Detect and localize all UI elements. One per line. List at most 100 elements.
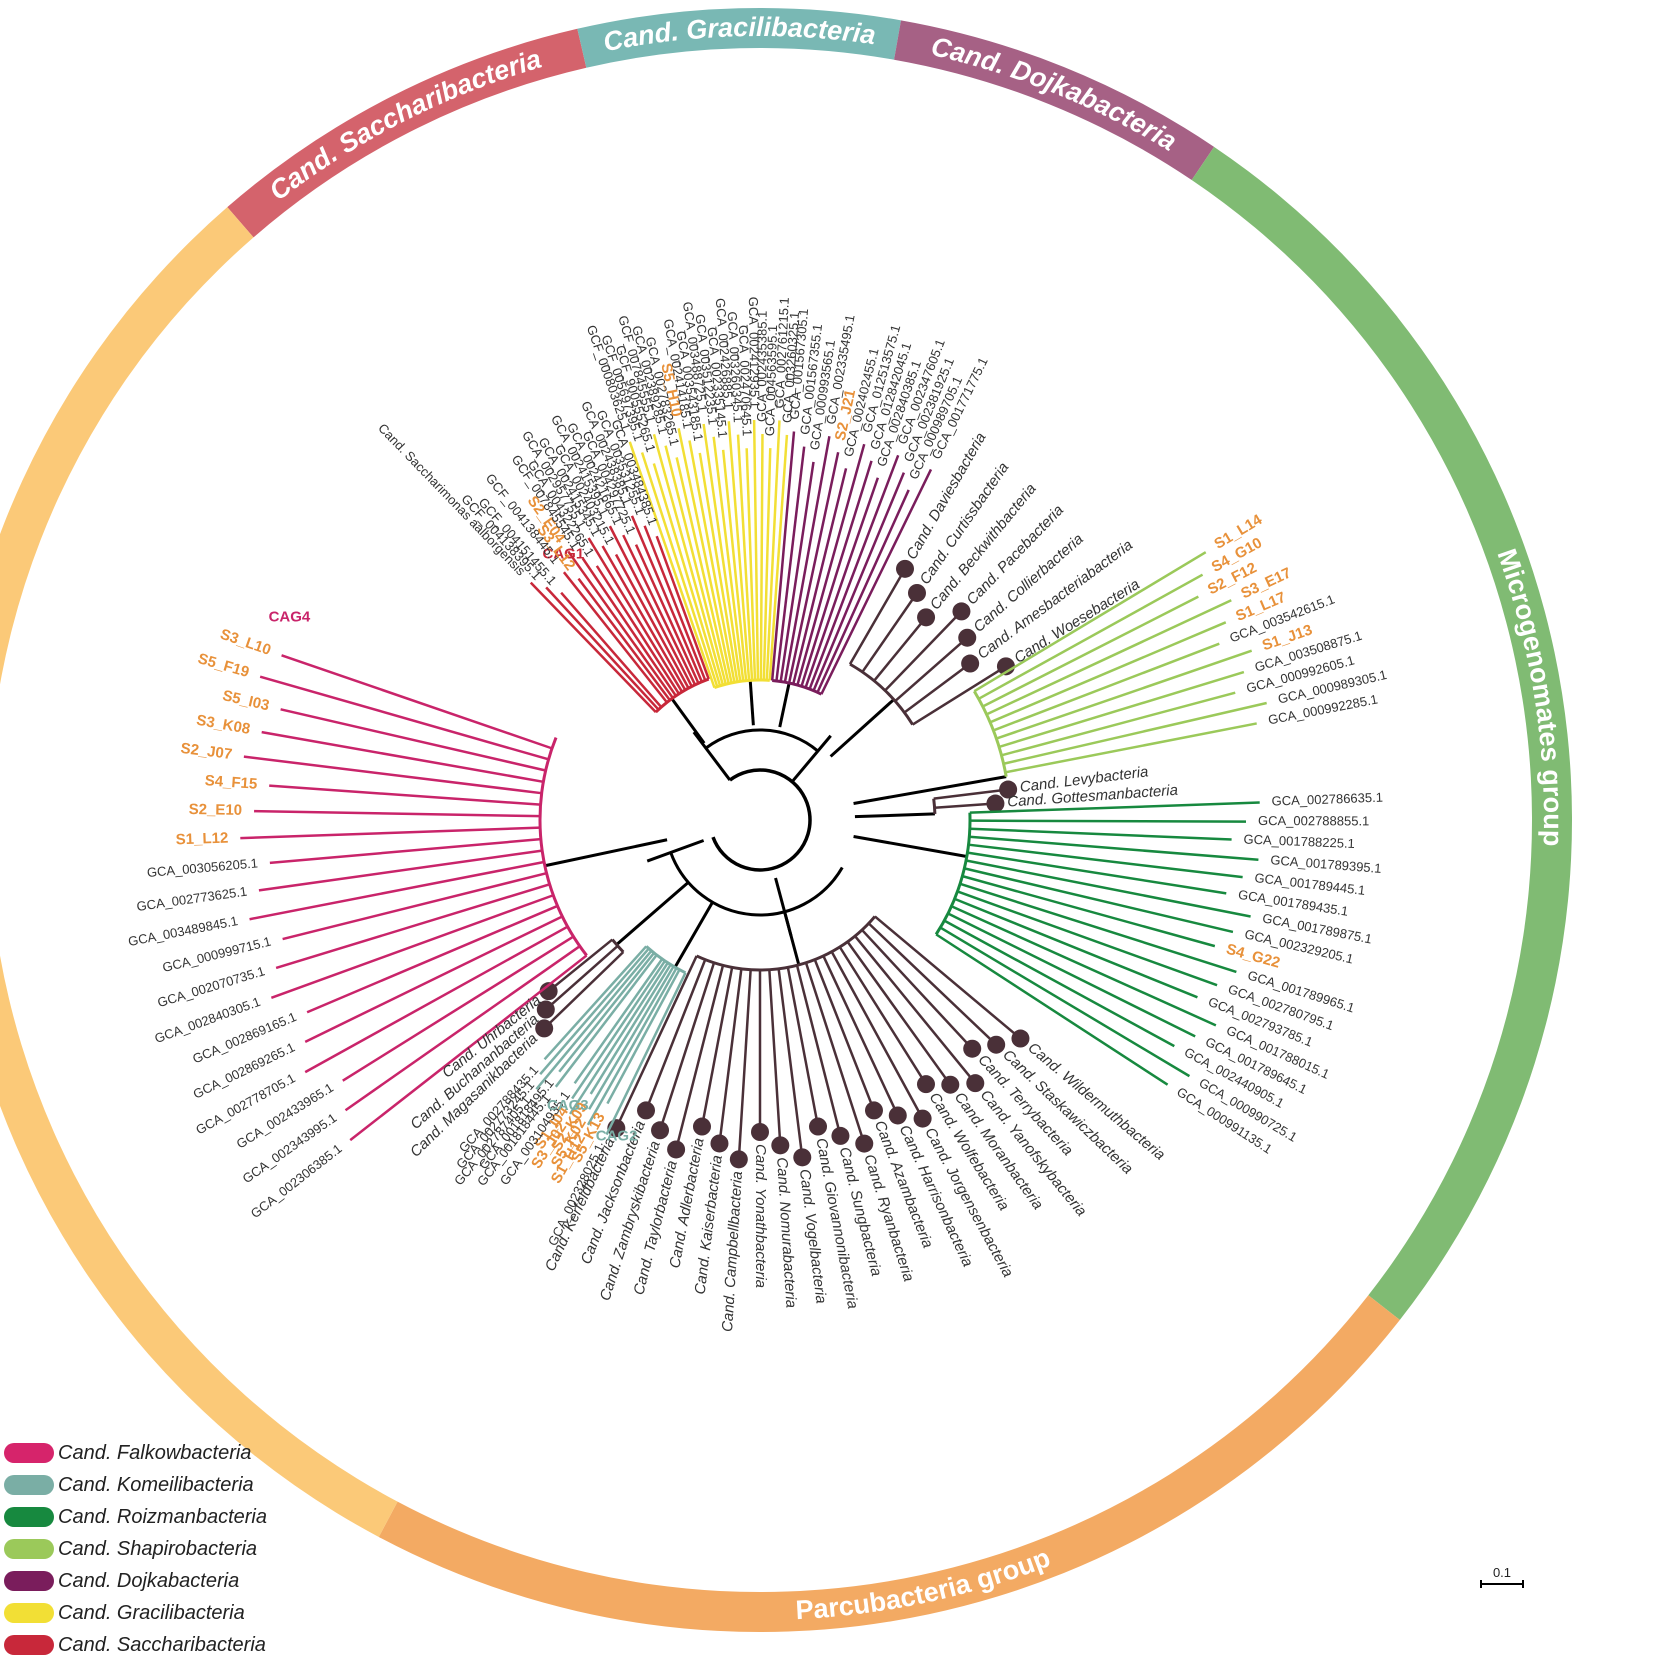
collapsed-clade-node [535, 1019, 554, 1038]
tree-branch-radial [677, 428, 733, 684]
tree-branch-radial [605, 972, 687, 1136]
tree-branch-radial [962, 874, 1216, 948]
tree-branch-radial [615, 881, 690, 946]
leaf-label: GCA_002773625.1 [136, 884, 248, 914]
tree-branch-radial [567, 550, 674, 699]
tree-branch-radial [581, 557, 677, 697]
tree-branch-radial [778, 682, 791, 728]
tree-branch-radial [808, 454, 900, 690]
collapsed-clade-node [539, 982, 558, 1001]
tree-branch-radial [275, 883, 550, 970]
clade-label: CAG4 [269, 608, 311, 625]
tree-branch-radial [281, 654, 553, 750]
tree-branch-radial [978, 573, 1204, 700]
tree-branch-radial [539, 947, 650, 1075]
tree-branch-arc [713, 678, 770, 690]
tree-branch-radial [569, 962, 669, 1115]
leaf-label: Cand. Yonathbacteria [752, 1144, 769, 1288]
tree-branch-radial [644, 959, 707, 1111]
tree-branch-radial [989, 621, 1227, 724]
legend-item-falkowbacteria: Cand. Falkowbacteria [4, 1437, 267, 1469]
tree-branch-radial [543, 951, 625, 1030]
tree-branch-radial [768, 969, 782, 1146]
collapsed-clade-node [916, 1075, 935, 1094]
tree-branch-radial [736, 434, 754, 681]
tree-branch-radial [554, 954, 658, 1088]
legend-label: Cand. Dojkabacteria [58, 1569, 240, 1592]
leaf-label: GCA_002788855.1 [1258, 813, 1369, 828]
tree-branch-arc [932, 798, 937, 814]
collapsed-clade-node [729, 1150, 748, 1169]
ring-sector [378, 1295, 1400, 1632]
legend-item-dojkabacteria: Cand. Dojkabacteria [4, 1565, 267, 1597]
legend-swatch [4, 1539, 54, 1559]
tree-branch-radial [935, 933, 1169, 1086]
tree-branch-radial [969, 801, 1260, 814]
tree-branch-radial [614, 553, 690, 689]
ring-sector [577, 7, 902, 68]
tree-branch-radial [547, 938, 614, 993]
tree-branch-radial [965, 859, 1251, 918]
legend-label: Cand. Falkowbacteria [58, 1441, 252, 1464]
scale-bar: 0.1 [1480, 1565, 1524, 1588]
tree-branch-radial [867, 922, 998, 1046]
tree-branch-arc [704, 728, 819, 753]
leaf-label: S5_I03 [221, 687, 271, 714]
tree-branch-radial [646, 839, 705, 863]
tree-branch-radial [804, 962, 866, 1145]
collapsed-clade-node [855, 1134, 874, 1153]
tree-branch-radial [861, 929, 974, 1050]
tree-branch-radial [562, 571, 668, 704]
tree-branch-radial [675, 457, 730, 684]
tree-branch-radial [792, 468, 848, 685]
tree-branch-radial [957, 890, 1218, 987]
tree-branch-radial [560, 591, 663, 708]
ring-sector [227, 28, 587, 238]
tree-branch-radial [529, 581, 657, 713]
leaf-label: GCA_001789395.1 [1270, 852, 1382, 876]
tree-branch-radial [243, 755, 542, 795]
tree-branch-radial [652, 433, 725, 686]
tree-branch-radial [830, 951, 924, 1120]
tree-branch-radial [737, 969, 752, 1160]
collapsed-clade-node [637, 1101, 656, 1120]
leaf-label: GCA_003489845.1 [127, 913, 239, 949]
tree-branch-radial [947, 912, 1196, 1038]
collapsed-clade-node [864, 1101, 883, 1120]
tree-branch-radial [304, 925, 569, 1074]
legend-label: Cand. Roizmanbacteria [58, 1505, 267, 1528]
leaf-label: GCA_002470645.1 [736, 325, 755, 437]
tree-branch-radial [588, 965, 675, 1110]
collapsed-clade-node [771, 1136, 790, 1155]
tree-branch-radial [571, 960, 666, 1100]
tree-branch-radial [787, 451, 840, 684]
ring-sector-label-text: Cand. Dojkabacteria [928, 31, 1182, 156]
tree-branch-radial [700, 967, 734, 1127]
tree-branch-radial [558, 952, 655, 1073]
tree-branch-radial [813, 959, 876, 1111]
tree-branch-radial [959, 882, 1237, 974]
tree-leaf-labels: Cand. Saccharimonas aalborgensisGCF_0041… [127, 297, 1388, 1333]
tree-branch-radial [854, 812, 935, 819]
legend-swatch [4, 1571, 54, 1591]
tree-branch-radial [606, 969, 681, 1105]
tree-branch-radial [282, 872, 547, 941]
tree-branch-radial [601, 545, 687, 691]
tree-branch-radial [543, 945, 648, 1061]
collapsed-clade-node [966, 1074, 985, 1093]
ring-sector-label: Cand. Dojkabacteria [928, 31, 1182, 156]
tree-branch-radial [306, 904, 558, 1014]
tree-branch-radial [992, 642, 1220, 732]
tree-branch-radial [752, 420, 760, 681]
tree-branch-radial [998, 670, 1245, 749]
collapsed-clade-node [958, 628, 977, 647]
tree-branch-radial [652, 463, 722, 687]
tree-branch-radial [765, 420, 781, 681]
tree-branches [240, 420, 1267, 1169]
tree-branch-radial [829, 698, 895, 758]
collapsed-clade-node [941, 1075, 960, 1094]
tree-branch-radial [768, 434, 789, 681]
leaf-label: GCA_001788225.1 [1243, 832, 1355, 852]
clade-label: CAG3 [547, 1097, 589, 1114]
legend-label: Cand. Komeilibacteria [58, 1473, 254, 1496]
